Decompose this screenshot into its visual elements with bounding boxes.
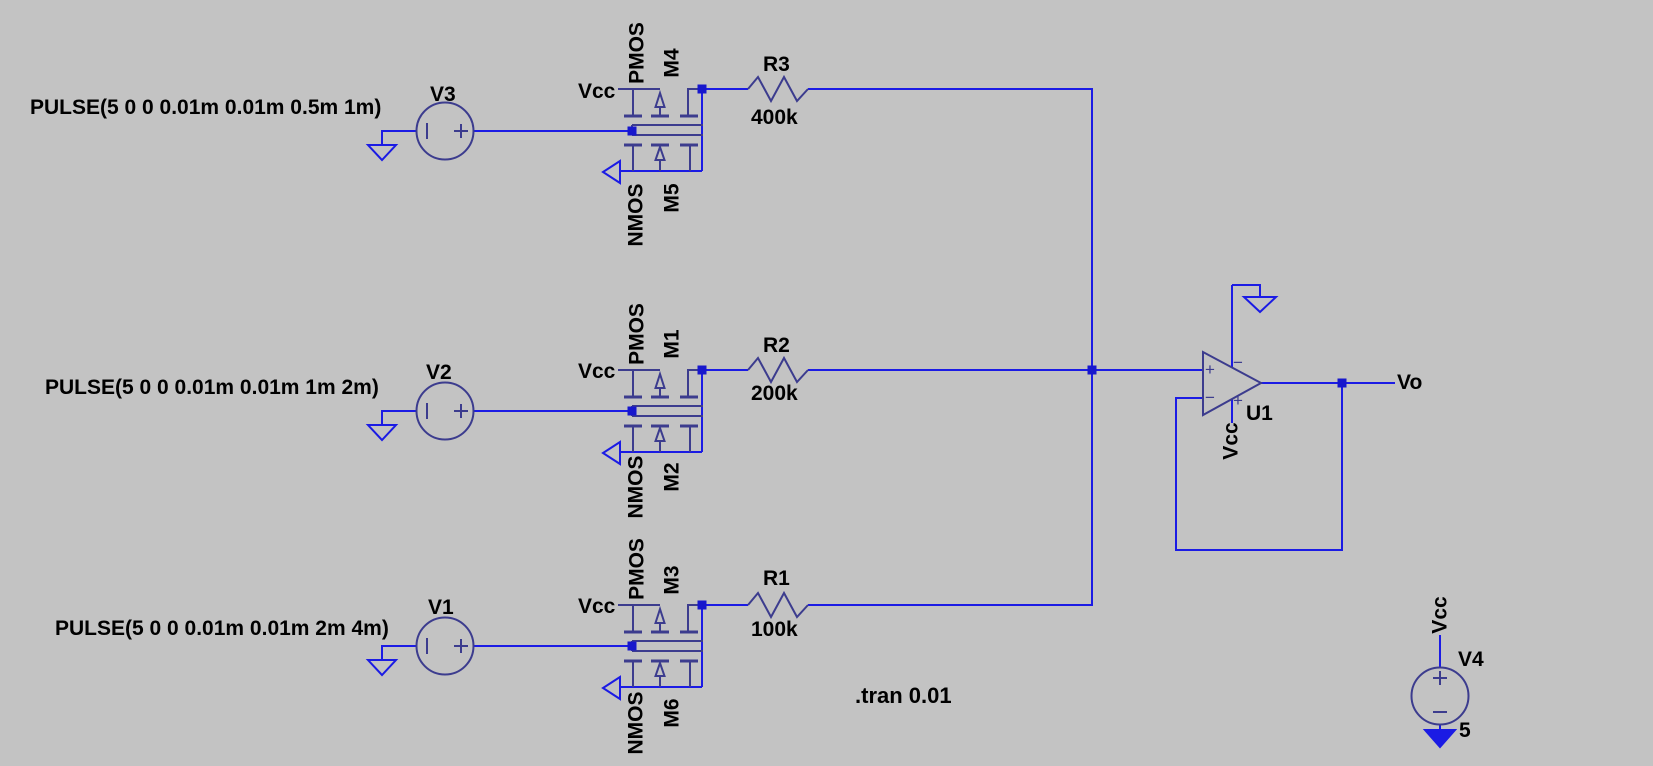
mosfet-name-m5[interactable]: M5 [660, 183, 684, 213]
ground-flag-nmos-m2[interactable] [602, 441, 621, 465]
output-net-label-vo[interactable]: Vo [1397, 371, 1423, 394]
v4-vcc-net-label[interactable]: Vcc [1428, 596, 1452, 634]
voltage-source-v2[interactable] [415, 381, 475, 441]
vcc-net-label-row2[interactable]: Vcc [578, 360, 616, 383]
sim-directive-tran[interactable]: .tran 0.01 [855, 683, 952, 708]
junction-nodes [627, 84, 1347, 651]
nmos-type-label-m5[interactable]: NMOS [624, 183, 648, 247]
vcc-net-label-row3[interactable]: Vcc [578, 595, 616, 618]
opamp-vcc-label[interactable]: Vcc [1219, 422, 1243, 460]
resistor-r1[interactable] [747, 592, 809, 618]
opamp-positive-supply-mark: + [1233, 391, 1243, 410]
nmos-type-label-m2[interactable]: NMOS [624, 455, 648, 519]
pulse-spec-v1[interactable]: PULSE(5 0 0 0.01m 0.01m 2m 4m) [55, 617, 389, 640]
source-name-v2[interactable]: V2 [426, 361, 452, 384]
ground-flag-nmos-m6[interactable] [602, 676, 621, 700]
ground-flag-v3[interactable] [367, 130, 397, 161]
opamp-noninverting-input-mark: + [1205, 360, 1215, 379]
resistor-value-r3[interactable]: 400k [751, 106, 798, 129]
mosfet-name-m6[interactable]: M6 [660, 698, 684, 728]
nmos-type-label-m6[interactable]: NMOS [624, 691, 648, 755]
mosfet-name-m1[interactable]: M1 [660, 329, 684, 359]
resistor-value-r1[interactable]: 100k [751, 618, 798, 641]
voltage-source-v4[interactable] [1410, 666, 1470, 726]
ground-flag-v4[interactable] [1422, 729, 1458, 749]
mosfet-name-m3[interactable]: M3 [660, 565, 684, 595]
resistor-r3[interactable] [747, 76, 809, 102]
mosfet-name-m2[interactable]: M2 [660, 462, 684, 492]
ground-flag-nmos-m5[interactable] [602, 160, 621, 184]
vcc-net-label-row1[interactable]: Vcc [578, 80, 616, 103]
resistor-name-r1[interactable]: R1 [763, 567, 790, 590]
source-name-v1[interactable]: V1 [428, 596, 454, 619]
ground-flag-opamp[interactable] [1241, 296, 1279, 314]
resistor-r2[interactable] [747, 357, 809, 383]
pmos-type-label-m1[interactable]: PMOS [625, 303, 649, 365]
ground-flag-v2[interactable] [367, 410, 397, 441]
opamp-u1[interactable] [1202, 350, 1264, 417]
pmos-type-label-m3[interactable]: PMOS [625, 538, 649, 600]
source-name-v3[interactable]: V3 [430, 83, 456, 106]
voltage-source-v3[interactable] [415, 101, 475, 161]
resistor-name-r3[interactable]: R3 [763, 53, 790, 76]
source-value-v4[interactable]: 5 [1459, 719, 1471, 742]
opamp-inverting-input-mark: − [1205, 388, 1215, 407]
opamp-negative-supply-mark: − [1233, 353, 1243, 372]
pulse-spec-v3[interactable]: PULSE(5 0 0 0.01m 0.01m 0.5m 1m) [30, 96, 382, 119]
opamp-name-u1[interactable]: U1 [1246, 402, 1273, 425]
mosfet-name-m4[interactable]: M4 [660, 48, 684, 78]
pulse-spec-v2[interactable]: PULSE(5 0 0 0.01m 0.01m 1m 2m) [45, 376, 379, 399]
wires[interactable] [381, 88, 1441, 730]
source-name-v4[interactable]: V4 [1458, 648, 1484, 671]
voltage-source-v1[interactable] [415, 616, 475, 676]
ground-flag-v1[interactable] [367, 645, 397, 676]
pmos-type-label-m4[interactable]: PMOS [625, 22, 649, 84]
resistor-name-r2[interactable]: R2 [763, 334, 790, 357]
resistor-value-r2[interactable]: 200k [751, 382, 798, 405]
